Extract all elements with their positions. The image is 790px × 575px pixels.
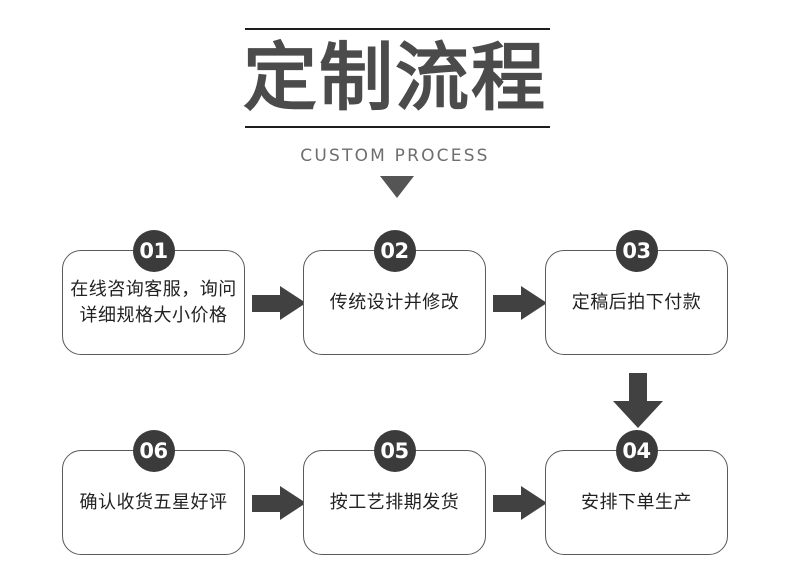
flow-node-label: 确认收货五星好评 bbox=[79, 491, 228, 513]
arrow-shaft bbox=[629, 373, 647, 403]
flow-node-06[interactable]: 06 确认收货五星好评 bbox=[62, 430, 245, 555]
arrow-head bbox=[521, 486, 547, 520]
step-badge-04: 04 bbox=[615, 430, 658, 472]
page-title: 定制流程 bbox=[243, 35, 547, 121]
step-badge-02: 02 bbox=[373, 230, 416, 272]
arrow-right-icon bbox=[252, 486, 308, 520]
flow-node-label: 定稿后拍下付款 bbox=[571, 291, 702, 313]
flow-row-top: 01 在线咨询客服，询问 详细规格大小价格 02 传统设计并修改 03 定稿后拍… bbox=[0, 230, 790, 355]
flow-node-label: 按工艺排期发货 bbox=[329, 491, 460, 513]
flow-node-01[interactable]: 01 在线咨询客服，询问 详细规格大小价格 bbox=[62, 230, 245, 355]
arrow-right-icon bbox=[493, 286, 549, 320]
flow-node-label: 安排下单生产 bbox=[581, 491, 692, 513]
page-subtitle: CUSTOM PROCESS bbox=[300, 146, 490, 166]
title-rule-top bbox=[245, 28, 550, 30]
arrow-right-icon bbox=[252, 286, 308, 320]
flow-node-02[interactable]: 02 传统设计并修改 bbox=[303, 230, 486, 355]
flow-node-label: 在线咨询客服，询问 详细规格大小价格 bbox=[70, 278, 237, 326]
arrow-head bbox=[280, 286, 306, 320]
arrow-down-icon bbox=[613, 373, 663, 429]
triangle-down-icon bbox=[380, 176, 414, 198]
flow-node-05[interactable]: 05 按工艺排期发货 bbox=[303, 430, 486, 555]
arrow-shaft bbox=[252, 495, 282, 512]
arrow-head bbox=[280, 486, 306, 520]
flow-row-bottom: 06 确认收货五星好评 05 按工艺排期发货 04 安排下单生产 bbox=[0, 430, 790, 555]
arrow-head bbox=[613, 401, 663, 428]
flow-node-04[interactable]: 04 安排下单生产 bbox=[545, 430, 728, 555]
page-header: 定制流程 CUSTOM PROCESS bbox=[0, 0, 790, 210]
arrow-shaft bbox=[493, 295, 523, 312]
flow-node-label: 传统设计并修改 bbox=[329, 291, 460, 313]
arrow-shaft bbox=[252, 295, 282, 312]
step-badge-03: 03 bbox=[615, 230, 658, 272]
arrow-shaft bbox=[493, 495, 523, 512]
flow-node-03[interactable]: 03 定稿后拍下付款 bbox=[545, 230, 728, 355]
step-badge-05: 05 bbox=[373, 430, 416, 472]
step-badge-01: 01 bbox=[132, 230, 175, 272]
title-rule-bottom bbox=[245, 126, 550, 128]
step-badge-06: 06 bbox=[132, 430, 175, 472]
arrow-head bbox=[521, 286, 547, 320]
arrow-right-icon bbox=[493, 486, 549, 520]
